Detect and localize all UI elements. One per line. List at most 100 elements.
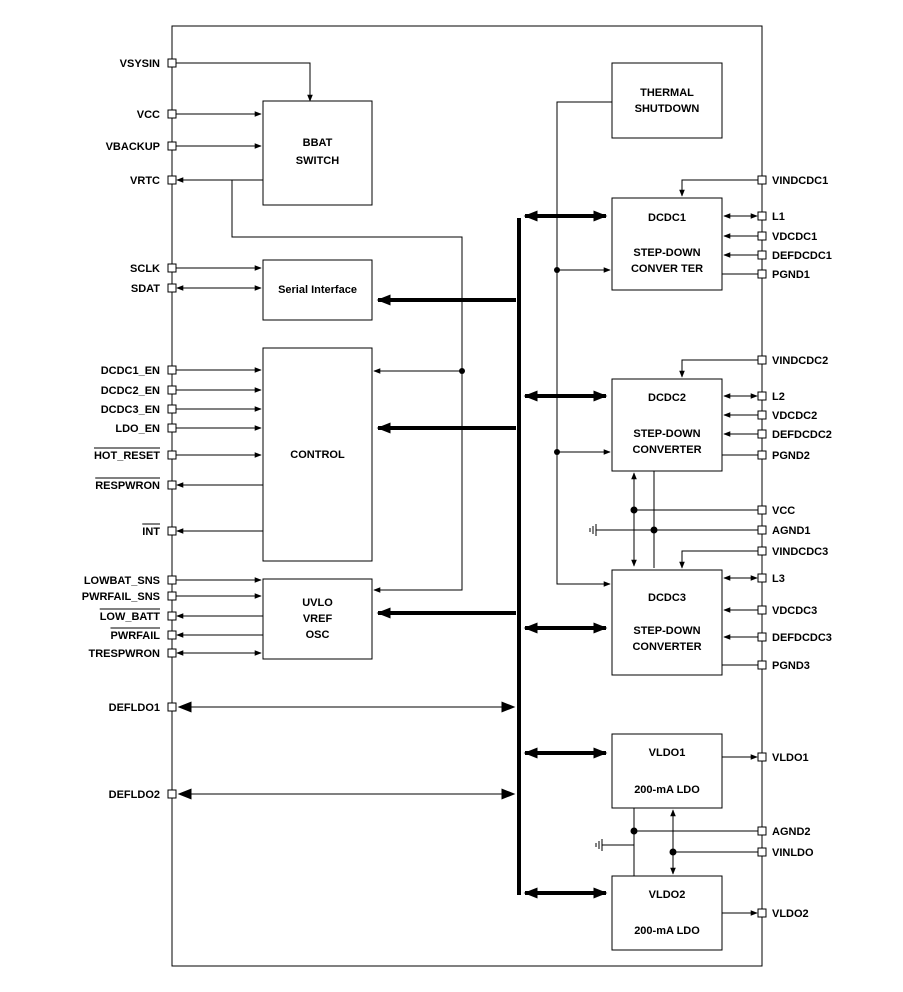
pin-respwron-label: RESPWRON <box>95 480 160 492</box>
pin-dcdc2-en: DCDC2_EN <box>101 385 177 397</box>
pin-agnd1-label: AGND1 <box>772 525 811 537</box>
bbat-switch-block: BBAT SWITCH <box>262 100 373 206</box>
bbat-switch-label: SWITCH <box>296 155 339 167</box>
pin-dcdc1-en-label: DCDC1_EN <box>101 365 160 377</box>
pin-vdcdc2-label: VDCDC2 <box>772 410 817 422</box>
pin-pgnd2-pad <box>757 450 767 460</box>
pin-agnd1: AGND1 <box>757 525 811 537</box>
vldo1-box <box>611 733 723 809</box>
pin-hot-reset-pad <box>167 450 177 460</box>
vldo2-label: 200-mA LDO <box>634 925 700 937</box>
pin-vdcdc1-label: VDCDC1 <box>772 231 817 243</box>
vldo2-box <box>611 875 723 951</box>
dcdc1-box <box>611 197 723 291</box>
left-pins: VSYSIN VCC VBACKUP VRTC SCLK SDAT DCDC1_EN DCDC… <box>82 58 177 801</box>
vldo2-label: VLDO2 <box>649 889 686 901</box>
dcdc1-label: DCDC1 <box>648 212 686 224</box>
control-block: CONTROL <box>262 347 373 562</box>
pin-vindcdc3-label: VINDCDC3 <box>772 546 828 558</box>
pin-l3-pad <box>757 573 767 583</box>
vldo1-label: 200-mA LDO <box>634 784 700 796</box>
pin-vinldo: VINLDO <box>757 847 814 859</box>
pin-pwrfail-sns-pad <box>167 591 177 601</box>
pin-sdat: SDAT <box>131 283 177 295</box>
pin-vdcdc3-pad <box>757 605 767 615</box>
pin-vsysin: VSYSIN <box>120 58 177 70</box>
pin-pgnd3-label: PGND3 <box>772 660 810 672</box>
uvlo-vref-osc-label: OSC <box>306 629 330 641</box>
pin-vindcdc3: VINDCDC3 <box>757 546 828 558</box>
pin-vsysin-pad <box>167 58 177 68</box>
control-box <box>262 347 373 562</box>
pin-vindcdc3-pad <box>757 546 767 556</box>
serial-interface-box <box>262 259 373 321</box>
pin-vldo2-out: VLDO2 <box>757 908 809 920</box>
pin-lowbat-sns: LOWBAT_SNS <box>84 575 177 587</box>
pin-vindcdc2: VINDCDC2 <box>757 355 828 367</box>
pin-trespwron: TRESPWRON <box>89 648 177 660</box>
pin-int-label: INT <box>142 526 160 538</box>
vldo1-block: VLDO1 200-mA LDO <box>611 733 723 809</box>
pin-vcc-right: VCC <box>757 505 795 517</box>
uvlo-vref-osc-label: UVLO <box>302 597 333 609</box>
pin-vrtc-label: VRTC <box>130 175 160 187</box>
pin-l1-label: L1 <box>772 211 785 223</box>
pin-vcc-left-label: VCC <box>137 109 160 121</box>
serial-interface-block: Serial Interface <box>262 259 373 321</box>
pin-low-batt-pad <box>167 611 177 621</box>
pin-dcdc1-en: DCDC1_EN <box>101 365 177 377</box>
pin-sclk-label: SCLK <box>130 263 160 275</box>
pin-defdcdc3: DEFDCDC3 <box>757 632 832 644</box>
right-pins: VINDCDC1L1VDCDC1DEFDCDC1PGND1VINDCDC2L2V… <box>757 175 832 920</box>
pin-vdcdc3: VDCDC3 <box>757 605 817 617</box>
pin-agnd2-pad <box>757 826 767 836</box>
pin-vbackup: VBACKUP <box>106 141 177 153</box>
dcdc3-label: DCDC3 <box>648 592 686 604</box>
dcdc2-label: STEP-DOWN <box>633 428 700 440</box>
pin-vcc-right-label: VCC <box>772 505 795 517</box>
dcdc3-label: CONVERTER <box>632 641 701 653</box>
pin-defdcdc2-label: DEFDCDC2 <box>772 429 832 441</box>
pin-lowbat-sns-pad <box>167 575 177 585</box>
pin-trespwron-pad <box>167 648 177 658</box>
pin-sclk-pad <box>167 263 177 273</box>
pin-l1-pad <box>757 211 767 221</box>
pin-defldo1-pad <box>167 702 177 712</box>
pin-vdcdc1: VDCDC1 <box>757 231 817 243</box>
pin-vbackup-label: VBACKUP <box>106 141 160 153</box>
dcdc2-label: CONVERTER <box>632 444 701 456</box>
pin-pgnd2-label: PGND2 <box>772 450 810 462</box>
pin-ldo-en-pad <box>167 423 177 433</box>
control-label: CONTROL <box>290 449 345 461</box>
pin-defdcdc1-pad <box>757 250 767 260</box>
pin-vldo1-out-pad <box>757 752 767 762</box>
pin-vdcdc2: VDCDC2 <box>757 410 817 422</box>
pin-defldo1-label: DEFLDO1 <box>109 702 160 714</box>
pin-vldo2-out-label: VLDO2 <box>772 908 809 920</box>
vldo1-label: VLDO1 <box>649 747 686 759</box>
pin-defdcdc1-label: DEFDCDC1 <box>772 250 832 262</box>
dcdc3-label: STEP-DOWN <box>633 625 700 637</box>
pin-vbackup-pad <box>167 141 177 151</box>
pin-pwrfail-label: PWRFAIL <box>111 630 161 642</box>
wires <box>176 62 758 916</box>
chip-outline <box>171 25 763 967</box>
dcdc1-label: STEP-DOWN <box>633 247 700 259</box>
uvlo-vref-osc-box <box>262 578 373 660</box>
pin-low-batt: LOW_BATT <box>99 608 177 623</box>
bbat-switch-label: BBAT <box>303 137 333 149</box>
pin-pgnd1-pad <box>757 269 767 279</box>
pin-defdcdc1: DEFDCDC1 <box>757 250 832 262</box>
pin-vdcdc2-pad <box>757 410 767 420</box>
pin-defldo2: DEFLDO2 <box>109 789 177 801</box>
pin-respwron: RESPWRON <box>95 477 177 492</box>
pin-vcc-right-pad <box>757 505 767 515</box>
pin-l2-label: L2 <box>772 391 785 403</box>
pin-vinldo-pad <box>757 847 767 857</box>
pin-dcdc2-en-pad <box>167 385 177 395</box>
bbat-switch-box <box>262 100 373 206</box>
